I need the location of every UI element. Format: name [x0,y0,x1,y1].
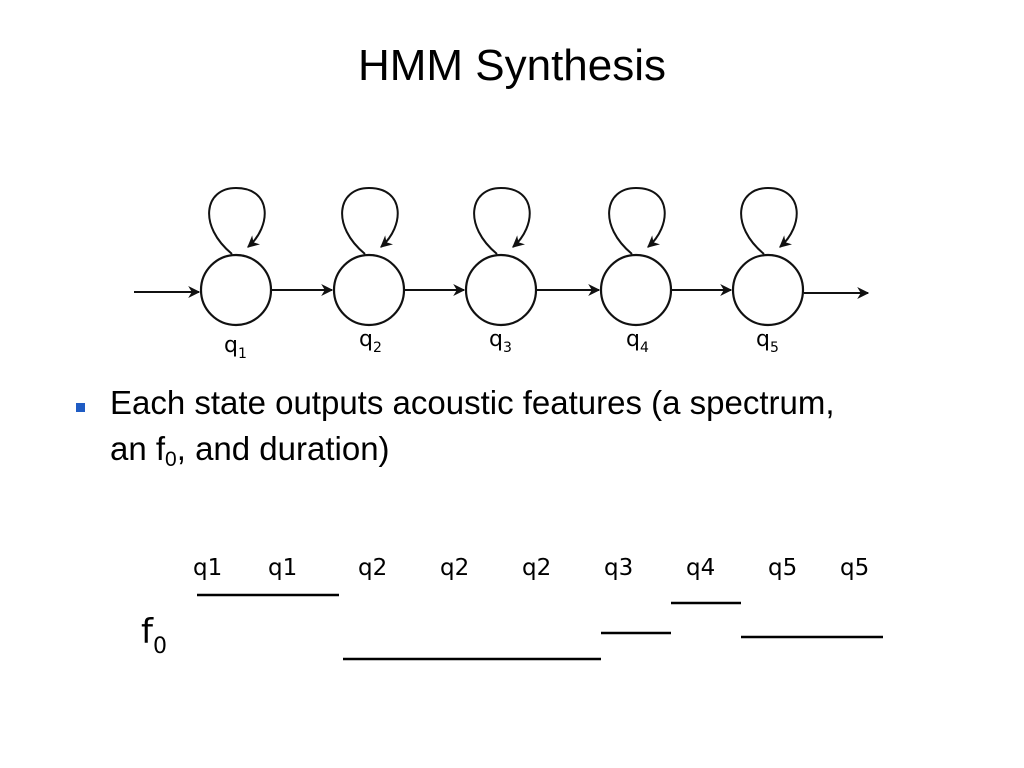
self-loop-q2 [341,186,399,255]
state-label-q1: q1 [224,333,247,362]
sequence-label: q1 [193,555,222,581]
sequence-label: q5 [840,555,869,581]
state-node-q3 [464,253,538,327]
f0-label: f0 [141,612,167,659]
f0-contour [197,593,883,661]
state-label-q4: q4 [626,327,649,356]
self-loop-q1 [208,186,266,255]
bullet-text-end: , and duration) [176,430,390,467]
bullet-marker [76,403,85,412]
self-loops [208,186,798,255]
state-label-q5: q5 [756,327,779,356]
state-node-q4 [599,253,673,327]
sequence-label: q2 [358,555,387,581]
state-node-q5 [731,253,805,327]
state-sequence: q1 q1 q2 q2 q2 q3 q4 q5 q5 [193,555,869,581]
sequence-label: q4 [686,555,715,581]
bullet-text-main: Each state outputs acoustic features (a … [110,384,835,467]
state-node-q2 [332,253,406,327]
self-loop-q4 [608,186,666,255]
state-label-q3: q3 [489,327,512,356]
self-loop-q5 [740,186,798,255]
state-node-q1 [199,253,273,327]
sequence-label: q2 [522,555,551,581]
state-label-q2: q2 [359,327,382,356]
self-loop-q3 [473,186,531,255]
slide-title: HMM Synthesis [357,41,667,90]
sequence-label: q2 [440,555,469,581]
sequence-label: q1 [268,555,297,581]
sequence-label: q5 [768,555,797,581]
bullet-text: Each state outputs acoustic features (a … [110,380,870,472]
bullet-text-subscript: 0 [165,448,177,471]
sequence-label: q3 [604,555,633,581]
